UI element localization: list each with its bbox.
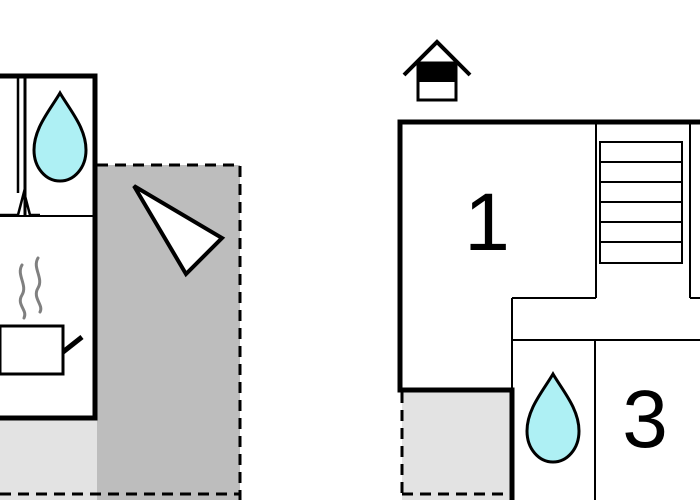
staircase-icon (599, 141, 683, 264)
outdoor-area-right (402, 390, 512, 500)
entrance-house-icon (402, 39, 472, 102)
room-number-1: 1 (464, 177, 510, 268)
outdoor-area-left (0, 418, 97, 500)
room-number-3: 3 (622, 374, 668, 465)
steam-icon (18, 256, 43, 320)
water-drop-icon (525, 371, 581, 464)
right-building-walls (397, 119, 700, 500)
water-drop-icon (32, 90, 88, 183)
sunbed-icon (132, 184, 226, 278)
terrace-boundary (0, 163, 512, 500)
cooking-pot-icon (0, 324, 84, 376)
wardrobe-icon (0, 78, 40, 217)
